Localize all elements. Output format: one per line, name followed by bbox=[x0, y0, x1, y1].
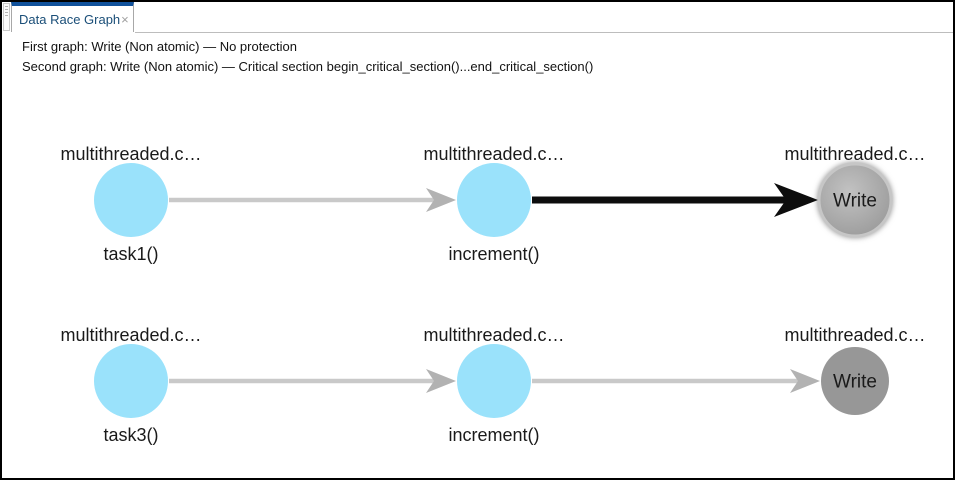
close-icon[interactable]: × bbox=[121, 11, 129, 27]
node-task1[interactable] bbox=[94, 163, 168, 237]
second-graph-caption: Second graph: Write (Non atomic) — Criti… bbox=[22, 59, 594, 74]
first-graph-caption: First graph: Write (Non atomic) — No pro… bbox=[22, 39, 298, 54]
node-file-label: multithreaded.c… bbox=[60, 144, 201, 164]
node-increment-1[interactable] bbox=[457, 163, 531, 237]
tab-bar: Data Race Graph × bbox=[2, 2, 953, 33]
node-increment-2[interactable] bbox=[457, 344, 531, 418]
node-access-label: Write bbox=[833, 191, 877, 212]
arrowhead-icon bbox=[426, 188, 456, 212]
node-access-label: Write bbox=[833, 372, 877, 393]
node-write-2[interactable] bbox=[821, 347, 889, 415]
node-function-label: increment() bbox=[448, 244, 539, 264]
arrowhead-icon bbox=[426, 369, 456, 393]
tab-bar-divider bbox=[135, 32, 953, 33]
node-file-label: multithreaded.c… bbox=[60, 325, 201, 345]
arrowhead-icon bbox=[790, 369, 820, 393]
node-write-1[interactable] bbox=[817, 162, 893, 238]
drag-handle-icon[interactable] bbox=[3, 3, 10, 31]
node-file-label: multithreaded.c… bbox=[784, 144, 925, 164]
node-file-label: multithreaded.c… bbox=[423, 144, 564, 164]
tab-label: Data Race Graph bbox=[19, 11, 121, 27]
graph-legend: First graph: Write (Non atomic) — No pro… bbox=[22, 37, 593, 77]
node-function-label: increment() bbox=[448, 425, 539, 445]
node-function-label: task3() bbox=[103, 425, 158, 445]
node-task3[interactable] bbox=[94, 344, 168, 418]
node-function-label: task1() bbox=[103, 244, 158, 264]
tab-data-race-graph[interactable]: Data Race Graph × bbox=[11, 2, 134, 32]
node-file-label: multithreaded.c… bbox=[423, 325, 564, 345]
arrowhead-icon bbox=[774, 183, 818, 217]
first-graph-canvas: multithreaded.c… task1() multithreaded.c… i… bbox=[60, 144, 925, 264]
second-graph-canvas: multithreaded.c… task3() multithreaded.c… i… bbox=[60, 325, 925, 445]
node-file-label: multithreaded.c… bbox=[784, 325, 925, 345]
